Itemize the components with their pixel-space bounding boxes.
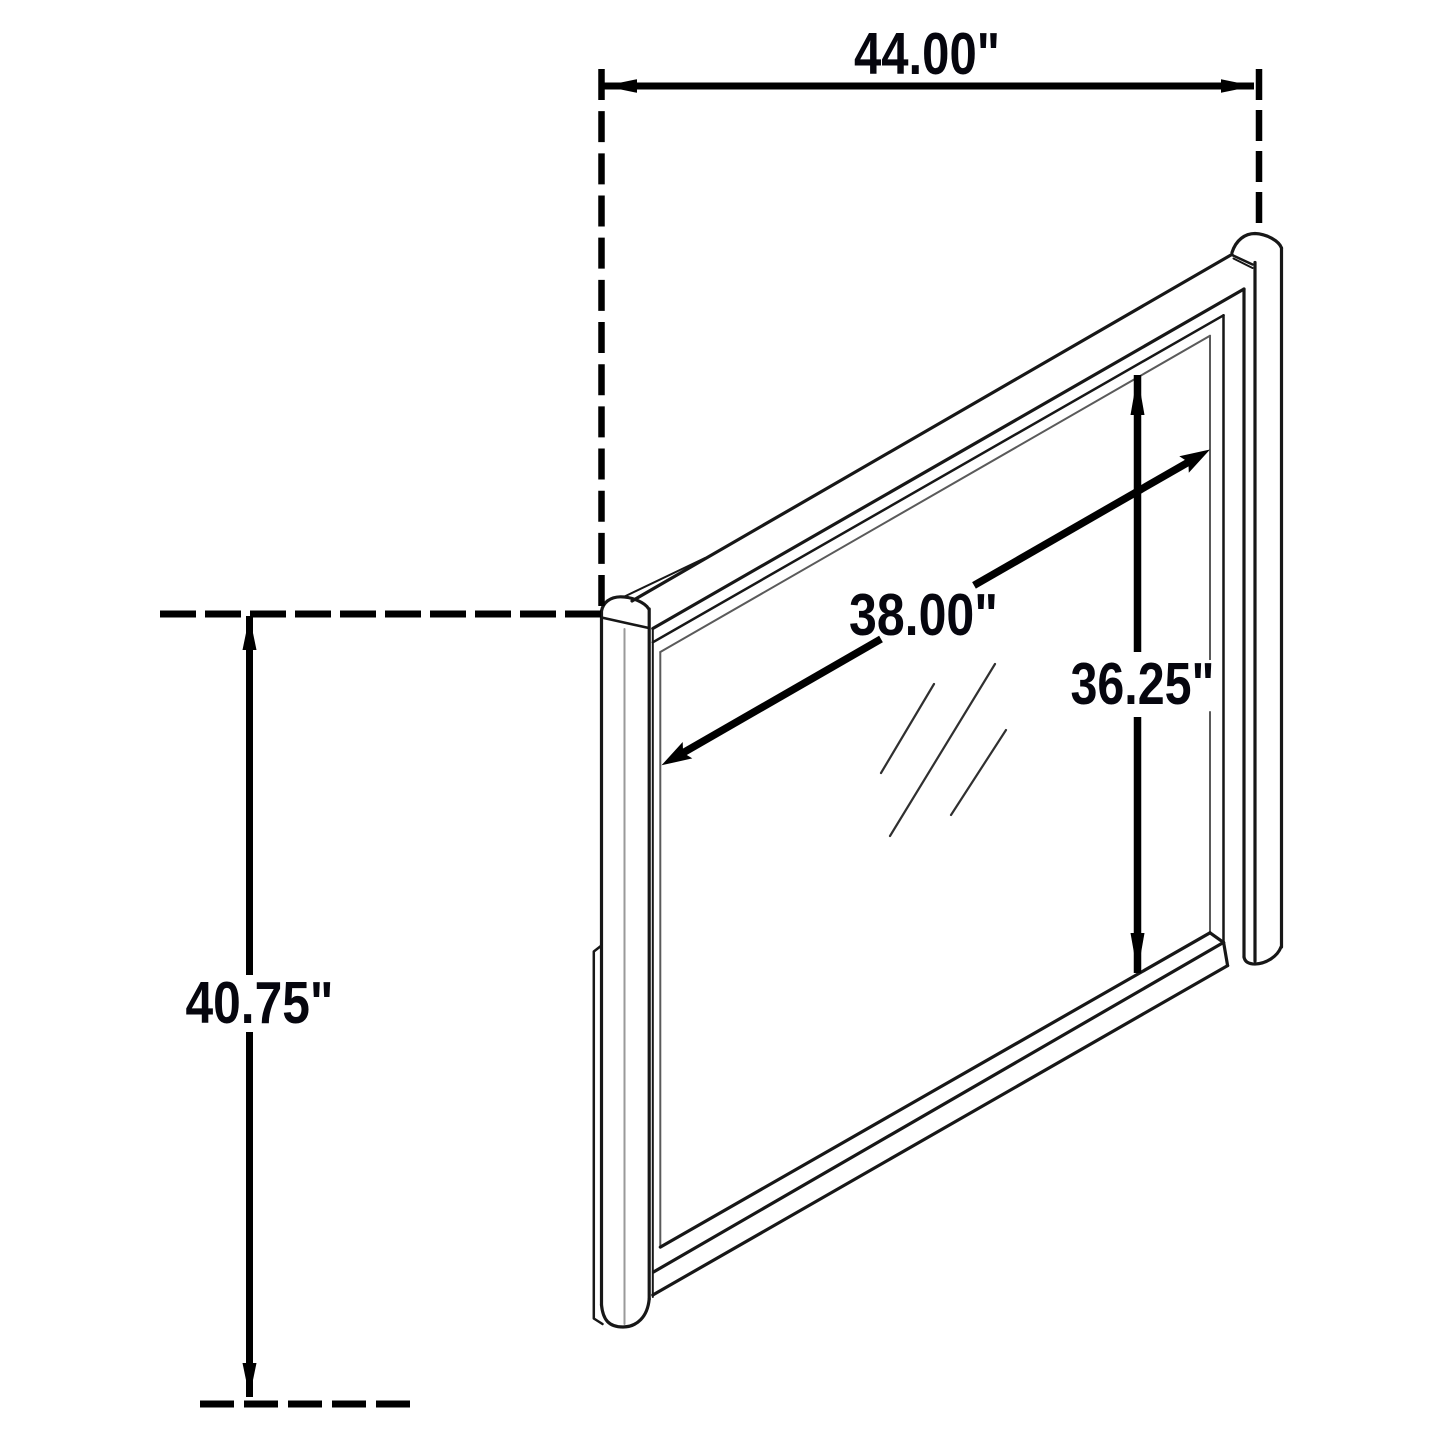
svg-text:38.00": 38.00" <box>849 581 998 648</box>
svg-text:40.75": 40.75" <box>186 969 334 1036</box>
svg-text:44.00": 44.00" <box>854 20 1000 87</box>
svg-text:36.25": 36.25" <box>1071 650 1215 717</box>
